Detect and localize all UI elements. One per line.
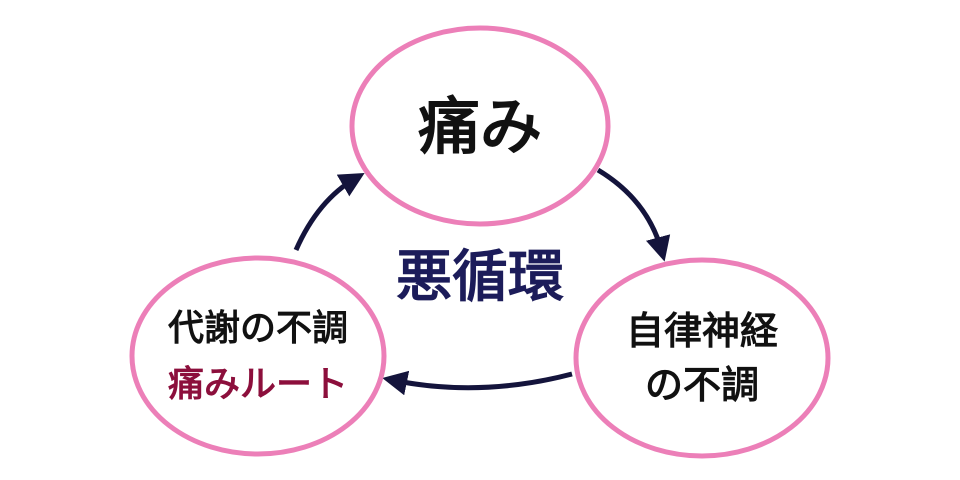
node-autonomic-circle <box>573 257 831 459</box>
node-metabolic-line2: 痛みルート <box>168 364 348 405</box>
arrow-pain-to-autonomic <box>596 167 671 262</box>
node-metabolic: 代謝の不調 痛みルート <box>129 255 387 457</box>
node-metabolic-circle <box>129 255 387 457</box>
node-pain-circle <box>349 25 611 227</box>
node-pain-label: 痛み <box>418 90 542 163</box>
center-label: 悪循環 <box>396 245 564 310</box>
node-autonomic-line2: の不調 <box>645 363 759 407</box>
node-autonomic: 自律神経 の不調 <box>573 257 831 459</box>
node-autonomic-line1: 自律神経 <box>626 309 779 353</box>
node-pain: 痛み <box>349 25 611 227</box>
node-metabolic-line1: 代謝の不調 <box>167 308 348 349</box>
arrow-metabolic-to-pain <box>293 172 365 252</box>
arrow-autonomic-to-metabolic <box>382 370 573 396</box>
